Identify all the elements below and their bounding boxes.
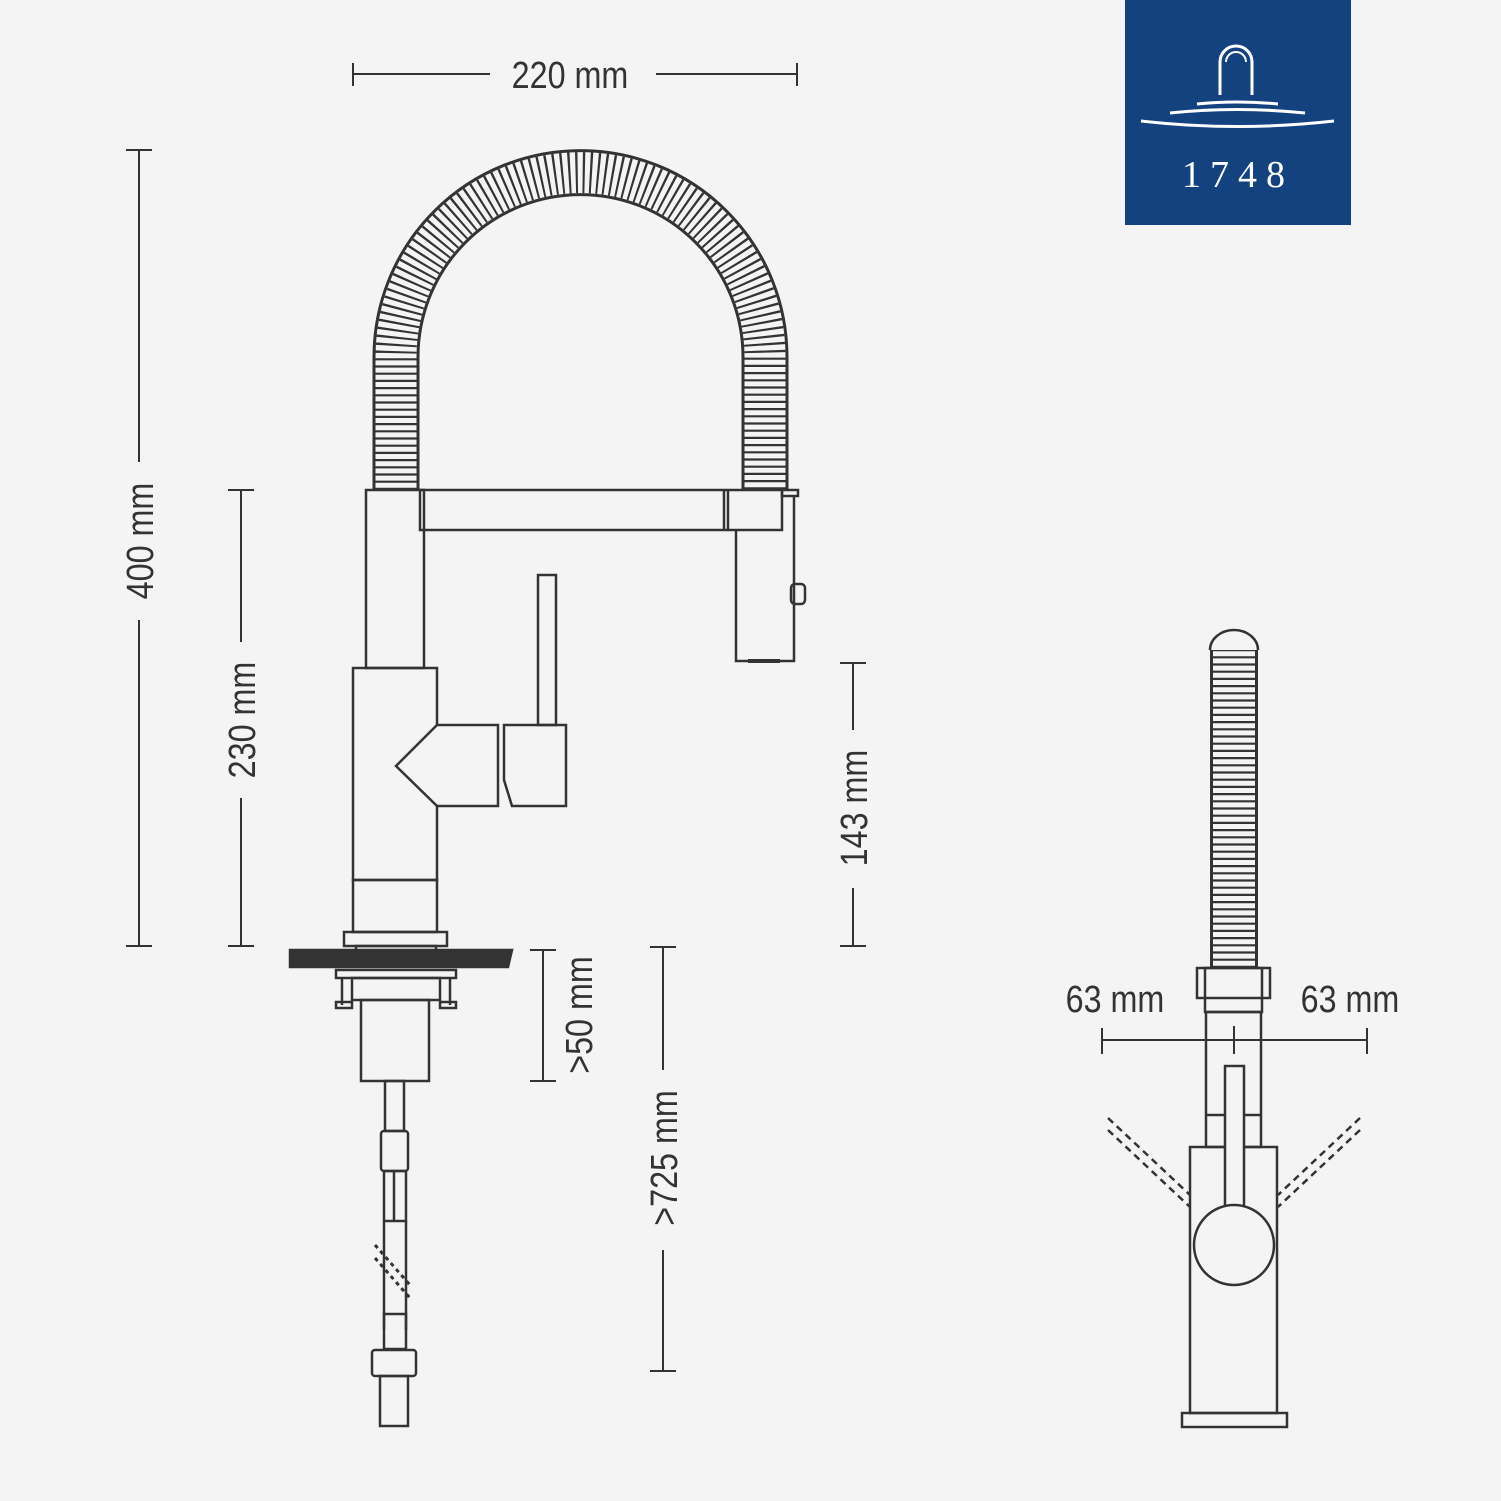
faucet-side-view (1107, 628, 1361, 1429)
total-height-label: 400 mm (120, 483, 162, 600)
spout-height-label: 230 mm (222, 662, 264, 779)
brand-logo: 1748 (1125, 0, 1351, 225)
dimension-spout-height: 230 mm (222, 489, 264, 947)
supply-hose (370, 1079, 418, 1428)
faucet-over-water-icon (1140, 44, 1335, 128)
faucet-front-view (288, 488, 807, 1083)
dimension-swing: 63 mm 63 mm (1066, 979, 1400, 1054)
lever-handle (536, 573, 558, 727)
dimension-deck-thickness: >50 mm (530, 949, 601, 1082)
logo-text: 1748 (1182, 154, 1294, 196)
width-label: 220 mm (512, 55, 629, 97)
outlet-height-label: 143 mm (834, 750, 876, 867)
deck-thickness-label: >50 mm (559, 956, 601, 1074)
swing-left-label: 63 mm (1066, 979, 1165, 1021)
dimension-outlet-height: 143 mm (834, 662, 876, 947)
swing-right-label: 63 mm (1301, 979, 1400, 1021)
dimension-hose-length: >725 mm (644, 946, 686, 1372)
dimension-width: 220 mm (352, 55, 798, 97)
dimension-total-height: 400 mm (120, 149, 162, 947)
coiled-hose (372, 149, 789, 490)
hose-length-label: >725 mm (644, 1090, 686, 1225)
